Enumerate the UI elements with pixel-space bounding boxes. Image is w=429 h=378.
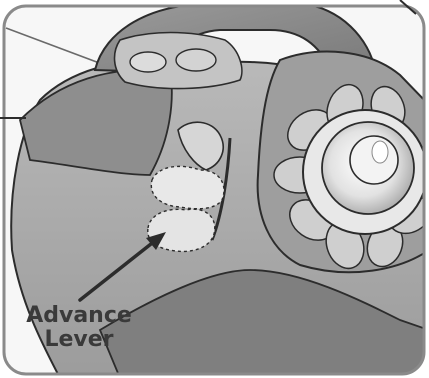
advance-lever-label-line1: Advance [6,304,152,328]
device-top-button-2 [176,49,216,71]
advance-lever-label-line2: Lever [6,328,152,352]
eyepiece-lens-highlight [372,141,388,163]
advance-lever-label: Advance Lever [6,304,152,352]
device-top-button [130,52,166,72]
